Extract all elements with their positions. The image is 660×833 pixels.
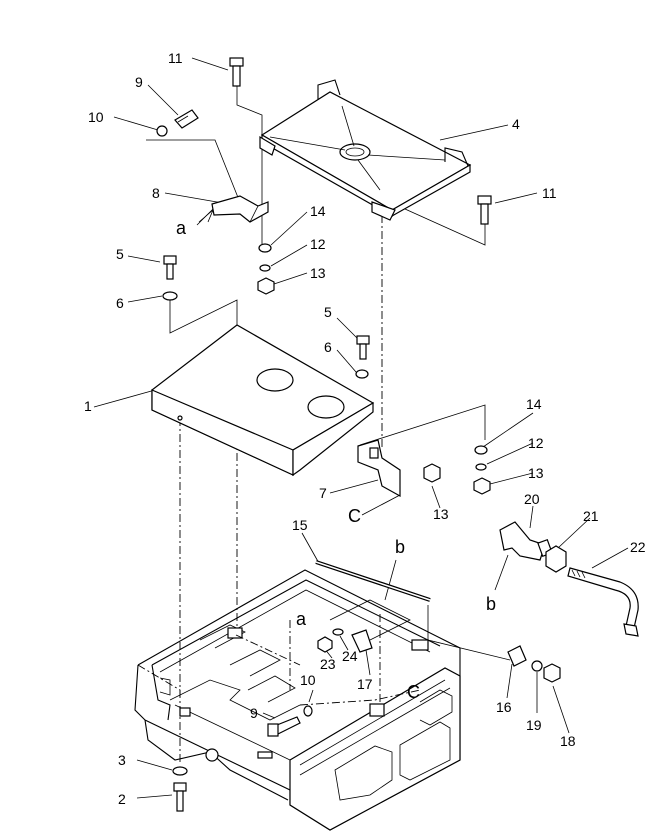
callout-labels: 11 9 10 4 8 11 14 12 13 5 6 5 6 1 14 12 … [84,50,646,807]
callout-16: 16 [496,699,512,715]
callout-19: 19 [526,717,542,733]
callout-13-top: 13 [310,265,326,281]
callout-23: 23 [320,656,336,672]
callout-14-right: 14 [526,396,542,412]
callout-13-mid: 13 [433,506,449,522]
callout-17: 17 [357,676,373,692]
callout-14-top: 14 [310,203,326,219]
callout-6-right: 6 [324,339,332,355]
callout-5-right: 5 [324,304,332,320]
plate-4 [259,79,472,221]
cover-1 [151,324,375,477]
hose-fittings [499,521,639,637]
callout-21: 21 [583,508,599,524]
ref-b-top: b [395,537,405,557]
callout-18: 18 [560,733,576,749]
callout-6-left: 6 [116,295,124,311]
callout-20: 20 [524,491,540,507]
ref-b-bottom: b [486,594,496,614]
callout-7: 7 [319,485,327,501]
callout-12-top: 12 [310,236,326,252]
callout-10-bottom: 10 [300,672,316,688]
ref-a-bottom: a [296,609,307,629]
bracket-7 [357,439,401,498]
rod-15 [315,560,431,602]
callout-9-top: 9 [135,74,143,90]
frame [134,569,461,831]
ref-c-left: C [348,506,361,526]
reference-letters: a a b b C C [176,218,496,702]
callout-24: 24 [342,648,358,664]
callout-1: 1 [84,398,92,414]
ref-a-top: a [176,218,187,238]
fasteners [156,57,561,812]
callout-4: 4 [512,116,520,132]
callout-13-right: 13 [528,465,544,481]
callout-2: 2 [118,791,126,807]
callout-12-right: 12 [528,435,544,451]
callout-11-right: 11 [542,185,557,201]
callout-5-left: 5 [116,246,124,262]
callout-22: 22 [630,539,646,555]
callout-15: 15 [292,517,308,533]
callout-11-top: 11 [168,50,183,66]
callout-10-top: 10 [88,109,104,125]
callout-9-bottom: 9 [250,705,258,721]
ref-c-right: C [407,682,420,702]
callout-3: 3 [118,752,126,768]
bracket-8 [211,195,269,223]
callout-8: 8 [152,185,160,201]
